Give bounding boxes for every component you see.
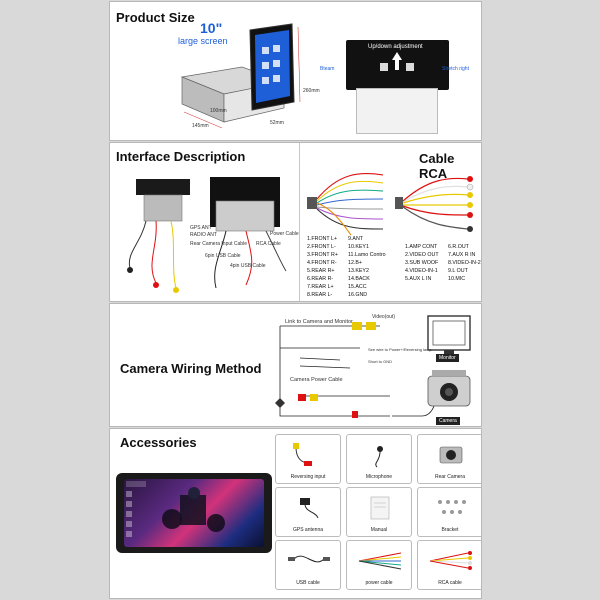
pin-list-item: 8.VIDEO-IN-2	[448, 260, 481, 266]
pin-list-item: 2.VIDEO OUT	[405, 252, 439, 258]
product-size-panel: Product Size 10" large screen 145mm 260m…	[109, 1, 482, 141]
accessory-card: USB cable	[275, 540, 341, 590]
dim-width-label: 145mm	[192, 123, 209, 129]
adjust-label: Up/down adjustment	[368, 44, 423, 50]
pin-list-item: 6.R.OUT	[448, 244, 469, 250]
head-unit-photo	[116, 473, 272, 553]
accessories-panel: Accessories Reversing input Microphone Rea…	[109, 428, 482, 599]
accessory-label: Bracket	[441, 527, 459, 533]
manual-icon	[370, 496, 390, 520]
pin-list-item: 10.MIC	[448, 276, 466, 282]
screen-size-value: 10"	[200, 20, 223, 36]
pin-list-item: 2.FRONT L-	[307, 244, 336, 250]
pin-list-item: 15.ACC	[348, 284, 367, 290]
interface-title: Interface Description	[116, 149, 246, 164]
pin-list-item: 8.REAR L-	[307, 292, 333, 298]
accessory-label: Rear Camera	[434, 474, 465, 480]
pin-list-item: 16.GND	[348, 292, 368, 298]
camera-power-label: Camera Power Cable	[290, 377, 343, 383]
adjust-arrows-icon	[380, 52, 414, 71]
interface-photo	[127, 177, 287, 293]
camera-icon	[439, 446, 463, 464]
camera-wiring-diagram	[275, 315, 471, 418]
dim-depth-label: 100mm	[210, 108, 227, 114]
accessory-card: RCA cable	[417, 540, 481, 590]
accessory-label: RCA cable	[438, 580, 462, 586]
robot-graphic-icon	[126, 481, 225, 537]
adjustment-body	[356, 88, 438, 134]
accessory-label: GPS antenna	[292, 527, 324, 533]
accessory-card: power cable	[346, 540, 412, 590]
video-out-label: Video(out)	[372, 314, 395, 320]
pin-list-item: 14.BACK	[348, 276, 370, 282]
accessory-label: Manual	[370, 527, 388, 533]
dim-height-label: 260mm	[303, 88, 320, 94]
gps-ant-label: GPS ANT	[190, 225, 212, 231]
power-harness-icon	[358, 552, 402, 570]
accessory-label: Reversing input	[290, 474, 326, 480]
pin-list-item: 10.KEY1	[348, 244, 369, 250]
pin-list-item: 3.FRONT R+	[307, 252, 338, 258]
antenna-icon	[300, 498, 319, 519]
pin-list-item: 4.FRONT R-	[307, 260, 337, 266]
pin-list-item: 1.FRONT L+	[307, 236, 338, 242]
head-unit-display	[124, 479, 264, 547]
pin-list-item: 4.VIDEO-IN-1	[405, 268, 438, 274]
pin-list-left-b: 9.ANT 10.KEY1 11.Lamo Contro 12.B+ 13.KEY2 14…	[348, 235, 386, 299]
rca-plug-icon	[293, 443, 312, 466]
accessory-card: Rear Camera	[417, 434, 481, 484]
rca-harness-icon	[429, 551, 472, 570]
pin-list-item: 9.L OUT	[448, 268, 468, 274]
head-unit-dimension-drawing	[180, 23, 301, 129]
accessory-card: GPS antenna	[275, 487, 341, 537]
pin-list-item: 6.REAR R-	[307, 276, 334, 282]
pin-list-item: 11.Lamo Contro	[348, 252, 386, 258]
link-label: Link to Camera and Monitor	[285, 319, 353, 325]
rear-camera-label: Rear Camera Input Cable	[190, 241, 247, 247]
accessories-title: Accessories	[120, 435, 197, 450]
pin-list-item: 7.AUX R IN	[448, 252, 476, 258]
pin-list-left-a: 1.FRONT L+ 2.FRONT L- 3.FRONT R+ 4.FRONT R-…	[307, 235, 338, 299]
pin-list-item: 5.REAR R+	[307, 268, 335, 274]
rca-cable-label: RCA Cable	[256, 241, 281, 247]
camera-wiring-panel: Camera Wiring Method Link to Camera and …	[109, 303, 482, 427]
pin-list-item: 5.AUX L IN	[405, 276, 432, 282]
pin-list-right-b: 6.R.OUT 7.AUX R IN 8.VIDEO-IN-2 9.L OUT 10.M…	[448, 243, 481, 283]
camera-wiring-title: Camera Wiring Method	[120, 361, 262, 376]
left-adjust-label: Bteam	[320, 66, 335, 72]
pin-list-item: 12.B+	[348, 260, 362, 266]
accessory-label: power cable	[365, 580, 393, 586]
usb6-label: 6pin USB Cable	[205, 253, 241, 259]
right-adjust-label: Stretch right	[442, 66, 469, 72]
usb4-label: 4pin USB Cable	[230, 263, 266, 269]
accessory-label: Microphone	[365, 474, 393, 480]
interface-divider	[299, 143, 300, 301]
wire-harness-drawing	[307, 172, 474, 236]
product-size-title: Product Size	[116, 10, 195, 25]
camera-label: Camera	[436, 417, 460, 425]
pin-list-item: 9.ANT	[348, 236, 364, 242]
reverse-label: See wire to Power+/Reversing lamp	[368, 347, 432, 352]
monitor-label: Monitor	[436, 354, 459, 362]
accessory-card: Reversing input	[275, 434, 341, 484]
usb-cable-icon	[288, 555, 330, 563]
power-cable-label: Power Cable	[270, 231, 299, 237]
accessory-card: Microphone	[346, 434, 412, 484]
radio-ant-label: RADIO ANT	[190, 232, 217, 238]
accessory-card: Bracket	[417, 487, 481, 537]
accessory-card: Manual	[346, 487, 412, 537]
accessory-label: USB cable	[296, 580, 320, 586]
interface-panel: Interface Description Cable RCA GPS ANT …	[109, 142, 482, 302]
microphone-icon	[375, 446, 383, 468]
screws-icon	[438, 500, 466, 514]
dim-side-label: 52mm	[270, 120, 284, 126]
pin-list-item: 7.REAR L+	[307, 284, 334, 290]
pin-list-item: 1.AMP CONT	[405, 244, 438, 250]
screen-size-caption: large screen	[178, 36, 228, 46]
pin-list-item: 13.KEY2	[348, 268, 369, 274]
pin-list-right-a: 1.AMP CONT 2.VIDEO OUT 3.SUB WOOF 4.VIDEO-I…	[405, 243, 439, 283]
gnd-label: Short to GND	[368, 359, 393, 364]
cable-rca-title: Cable RCA	[419, 151, 455, 181]
pin-list-item: 3.SUB WOOF	[405, 260, 439, 266]
